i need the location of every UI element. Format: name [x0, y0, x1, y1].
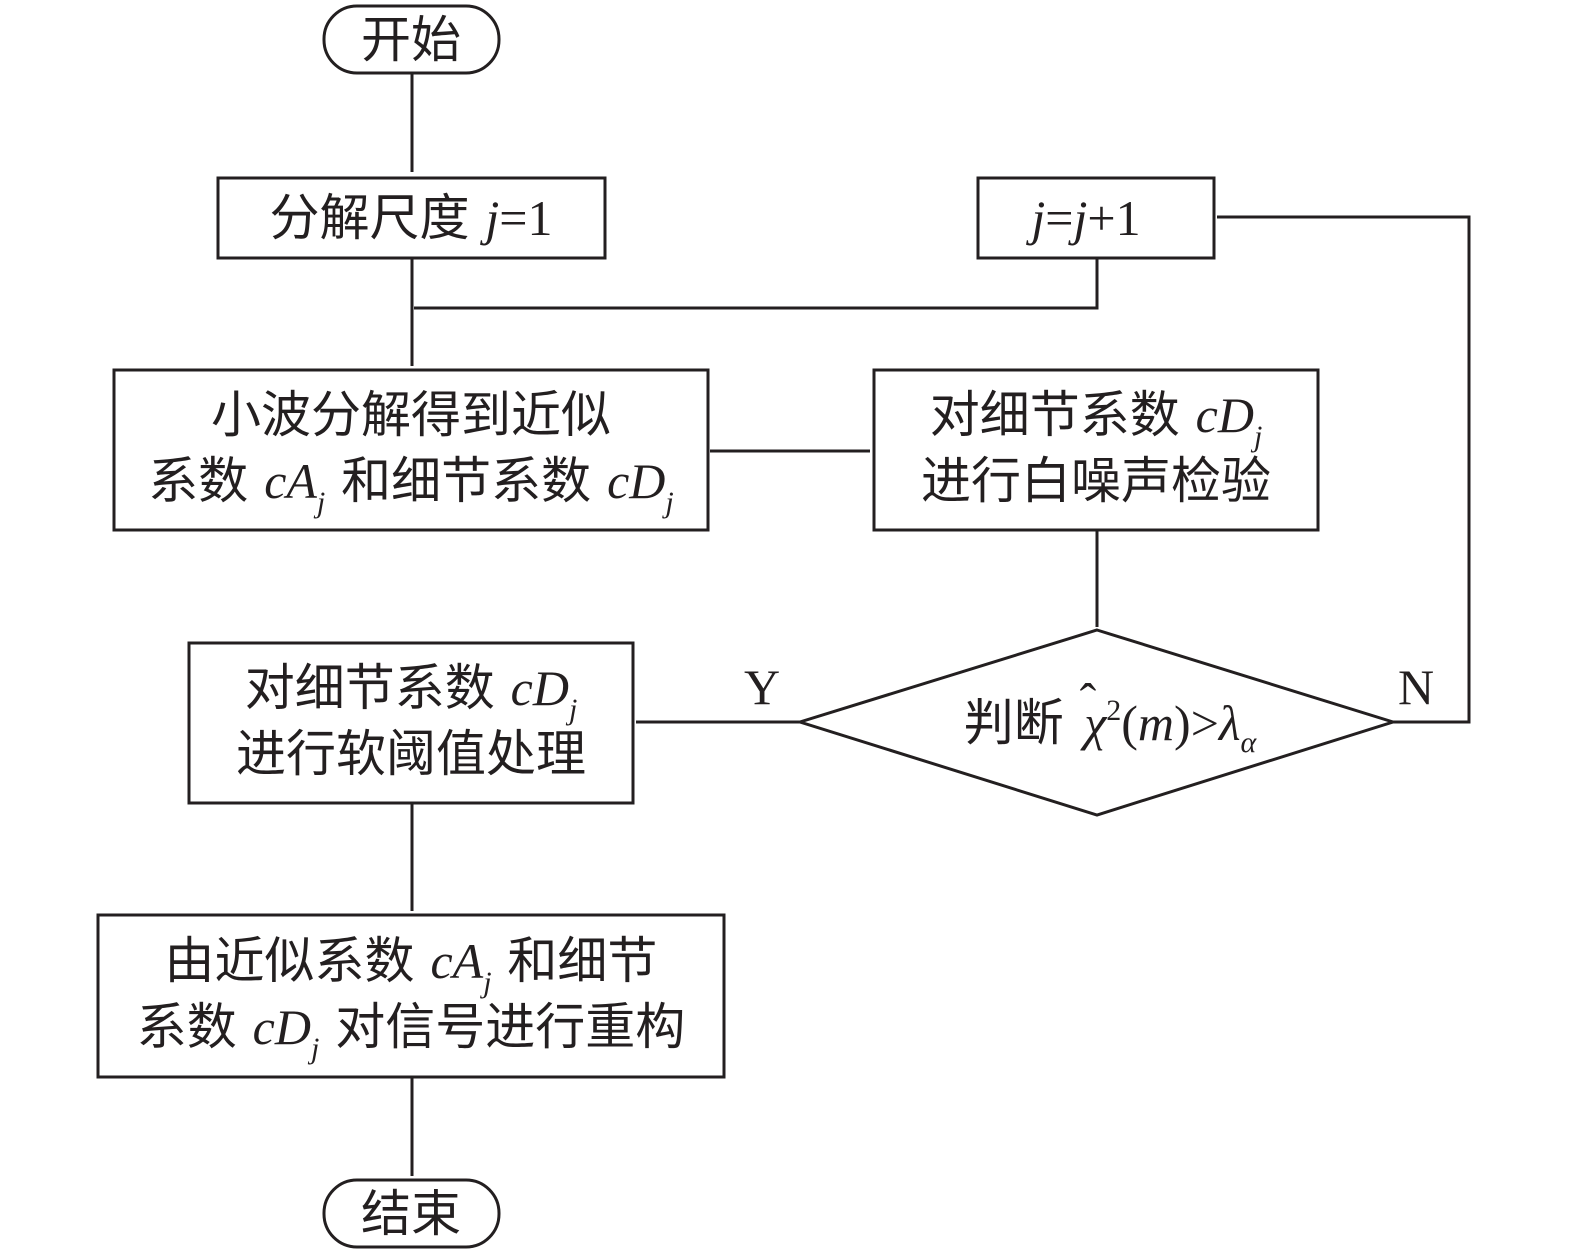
- connectors: [410, 73, 1471, 1176]
- edge-increment-to-merge: [414, 258, 1099, 310]
- threshold-coef-detail: cD: [511, 660, 569, 716]
- threshold-node: 对细节系数 cDj 进行软阈值处理: [187, 641, 635, 805]
- branch-yes-label: Y: [744, 659, 780, 715]
- edge-decision-no: [1217, 215, 1471, 724]
- test-coef-detail: cD: [1196, 387, 1254, 443]
- decision-alpha: α: [1241, 726, 1258, 759]
- decision-node: 判断 ˆχ2(m)>λα: [794, 628, 1399, 817]
- reconstruct-coef-approx: cA: [430, 933, 483, 989]
- reconstruct-line2-b: 对信号进行重构: [319, 998, 685, 1056]
- decompose-sub-approx: j: [313, 486, 325, 519]
- decompose-line2: 系数 cAj 和细节系数 cDj: [148, 452, 673, 519]
- decision-paren-close: ): [1174, 695, 1191, 751]
- decision-text: 判断 ˆχ2(m)>λα: [964, 673, 1258, 759]
- branch-no-label: N: [1398, 659, 1434, 715]
- end-node: 结束: [322, 1178, 501, 1249]
- increment-text: j=j+1: [1025, 190, 1140, 246]
- increment-node: j=j+1: [976, 176, 1216, 260]
- increment-suffix: +1: [1087, 190, 1140, 246]
- decompose-coef-detail: cD: [607, 453, 665, 509]
- decompose-sub-detail: j: [661, 486, 673, 519]
- threshold-line1-a: 对细节系数: [245, 659, 511, 717]
- reconstruct-line1: 由近似系数 cAj 和细节: [165, 932, 658, 999]
- decision-paren-open: (: [1121, 695, 1138, 751]
- decompose-line1: 小波分解得到近似: [211, 386, 611, 444]
- init-text: 分解尺度 j=1: [269, 189, 552, 247]
- reconstruct-line2-a: 系数: [137, 998, 253, 1056]
- threshold-line1: 对细节系数 cDj: [245, 659, 578, 726]
- reconstruct-node: 由近似系数 cAj 和细节 系数 cDj 对信号进行重构: [96, 913, 726, 1079]
- reconstruct-coef-detail: cD: [253, 999, 311, 1055]
- threshold-line2: 进行软阈值处理: [236, 725, 586, 783]
- reconstruct-line1-a: 由近似系数: [165, 932, 431, 990]
- test-node: 对细节系数 cDj 进行白噪声检验: [872, 368, 1320, 532]
- decision-m: m: [1138, 695, 1174, 751]
- start-label: 开始: [361, 11, 461, 69]
- test-line2: 进行白噪声检验: [921, 452, 1271, 510]
- start-node: 开始: [322, 4, 501, 75]
- test-line1-a: 对细节系数: [930, 386, 1196, 444]
- decision-gt: >: [1191, 695, 1219, 751]
- threshold-sub: j: [565, 693, 577, 726]
- init-suffix: =1: [499, 190, 552, 246]
- decision-chi: χ: [1080, 695, 1108, 751]
- reconstruct-line2: 系数 cDj 对信号进行重构: [137, 998, 685, 1065]
- increment-eq: =: [1045, 190, 1073, 246]
- decompose-node: 小波分解得到近似 系数 cAj 和细节系数 cDj: [112, 368, 710, 532]
- decision-lambda: λ: [1217, 695, 1241, 751]
- decompose-coef-approx: cA: [264, 453, 317, 509]
- reconstruct-sub-detail: j: [307, 1032, 319, 1065]
- decision-hat: ˆ: [1080, 673, 1097, 729]
- decompose-line2-a: 系数: [148, 452, 264, 510]
- reconstruct-line1-b: 和细节: [492, 932, 658, 990]
- decompose-line2-b: 和细节系数: [325, 452, 607, 510]
- reconstruct-sub-approx: j: [479, 966, 491, 999]
- decision-prefix: 判断: [964, 694, 1080, 752]
- end-label: 结束: [361, 1185, 461, 1243]
- init-prefix: 分解尺度: [269, 189, 485, 247]
- test-sub: j: [1250, 420, 1262, 453]
- init-node: 分解尺度 j=1: [216, 176, 607, 260]
- test-line1: 对细节系数 cDj: [930, 386, 1263, 453]
- decision-sup: 2: [1106, 694, 1121, 727]
